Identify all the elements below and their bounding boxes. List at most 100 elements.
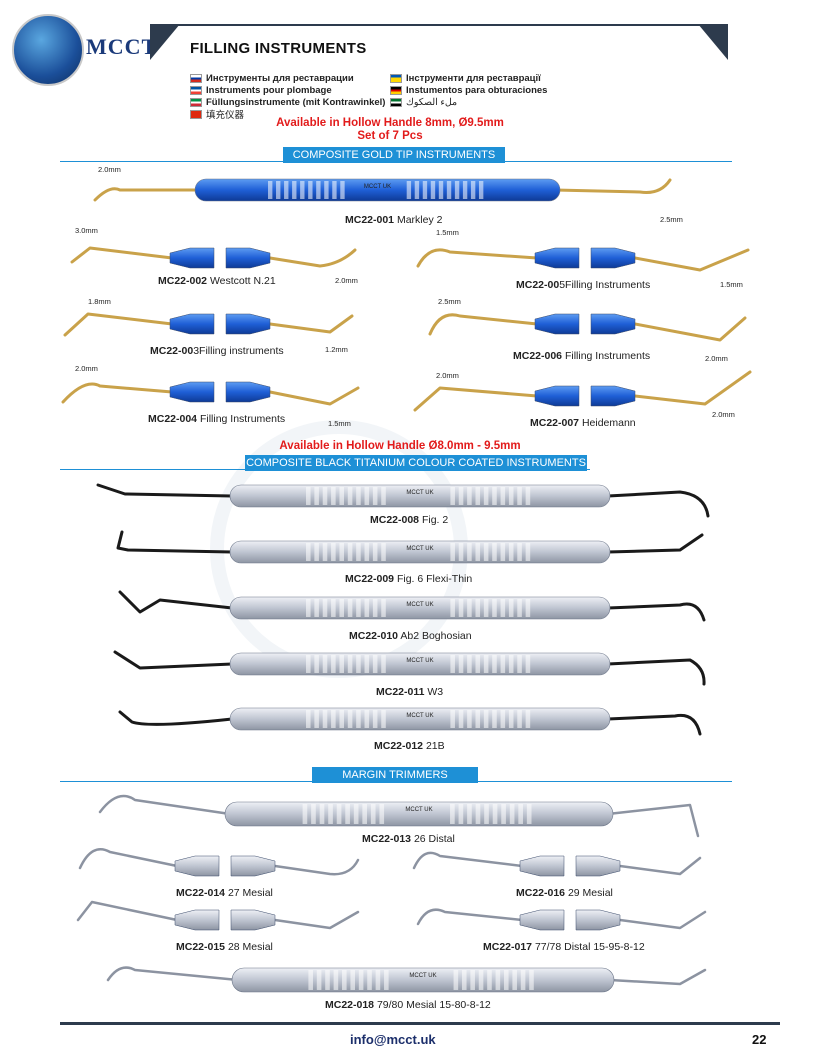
tip-size-label: 2.0mm: [705, 354, 728, 363]
handle-segment: [575, 855, 621, 877]
grip-ring: [353, 804, 359, 824]
steel-tip: [412, 851, 524, 870]
grip-ring: [517, 710, 522, 728]
grip-ring: [314, 710, 319, 728]
grip-ring: [339, 599, 344, 617]
steel-handle: [231, 967, 615, 993]
steel-tip: [608, 968, 707, 986]
grip-ring: [322, 543, 328, 561]
grip-ring: [525, 543, 531, 561]
grip-ring: [356, 599, 361, 617]
handle-brand-text: MCCT UK: [406, 658, 433, 664]
grip-ring: [450, 599, 455, 617]
grip-ring: [458, 543, 464, 561]
product-caption: MC22-011 W3: [376, 686, 444, 698]
tip-size-label: 2.0mm: [436, 371, 459, 380]
black-tip: [606, 713, 702, 736]
grip-ring: [517, 543, 522, 561]
grip-ring: [500, 487, 506, 505]
steel-handle: [224, 801, 614, 827]
grip-ring: [484, 804, 489, 824]
gold-tip: [93, 187, 202, 202]
grip-ring: [314, 655, 319, 673]
tip-size-label: 1.2mm: [325, 345, 348, 354]
footer-divider: [60, 1022, 780, 1025]
handle-segment: [225, 313, 271, 335]
tip-size-label: 2.5mm: [438, 297, 461, 306]
grip-ring: [331, 543, 336, 561]
handle-brand-text: MCCT UK: [409, 973, 436, 979]
grip-ring: [324, 181, 329, 199]
handle-segment: [174, 909, 220, 931]
gold-tip: [633, 316, 747, 342]
grip-ring: [364, 710, 370, 728]
blue-handle: [194, 178, 561, 202]
grip-ring: [339, 543, 344, 561]
grip-ring: [300, 181, 305, 199]
steel-tip: [78, 848, 179, 870]
handle-segment: [575, 909, 621, 931]
black-tip: [606, 602, 706, 622]
contact-email-link[interactable]: info@mcct.uk: [350, 1032, 436, 1047]
grip-ring: [475, 804, 481, 824]
grip-ring: [328, 804, 333, 824]
grip-ring: [356, 487, 361, 505]
steel-tip: [98, 794, 232, 816]
handle-segment: [590, 247, 636, 269]
flag-icon: [190, 109, 202, 119]
grip-ring: [333, 970, 339, 990]
grip-ring: [325, 970, 330, 990]
grip-ring: [512, 970, 517, 990]
grip-ring: [526, 804, 532, 824]
grip-ring: [525, 655, 531, 673]
flag-icon: [190, 73, 202, 83]
grip-ring: [458, 487, 464, 505]
grip-ring: [331, 710, 336, 728]
black-tip: [118, 590, 234, 614]
grip-ring: [454, 181, 460, 199]
handle-segment: [225, 381, 271, 403]
grip-ring: [372, 543, 378, 561]
grip-ring: [483, 655, 489, 673]
grip-ring: [492, 655, 497, 673]
steel-tip: [76, 900, 179, 922]
title-bar: [150, 24, 728, 60]
handle-segment: [590, 385, 636, 407]
product-caption: MC22-018 79/80 Mesial 15-80-8-12: [325, 999, 491, 1011]
grip-ring: [475, 543, 481, 561]
handle-segment: [534, 385, 580, 407]
grip-ring: [450, 655, 455, 673]
flag-icon: [390, 73, 402, 83]
grip-ring: [319, 804, 325, 824]
grip-ring: [316, 970, 322, 990]
grip-ring: [384, 970, 389, 990]
grip-ring: [379, 804, 385, 824]
tip-size-label: 2.0mm: [98, 165, 121, 174]
grip-ring: [276, 181, 281, 199]
handle-segment: [225, 247, 271, 269]
grip-ring: [508, 655, 514, 673]
product-caption: MC22-003Filling instruments: [150, 345, 284, 357]
grip-ring: [518, 804, 523, 824]
product-caption: MC22-008 Fig. 2: [370, 514, 449, 526]
grip-ring: [475, 655, 481, 673]
tip-size-label: 1.5mm: [436, 228, 459, 237]
grip-ring: [478, 181, 484, 199]
grip-ring: [347, 543, 353, 561]
steel-tip: [273, 858, 360, 876]
language-item: 填充仪器: [190, 108, 385, 121]
set-note: Set of 7 Pcs: [357, 130, 423, 142]
grip-ring: [525, 710, 531, 728]
grip-ring: [467, 487, 472, 505]
handle-segment: [174, 855, 220, 877]
grip-ring: [356, 710, 361, 728]
grip-ring: [492, 710, 497, 728]
grip-ring: [467, 543, 472, 561]
steel-tip: [618, 910, 707, 930]
grip-ring: [520, 970, 526, 990]
grip-ring: [322, 599, 328, 617]
grip-ring: [492, 487, 497, 505]
gold-tip: [63, 312, 174, 337]
grip-ring: [314, 487, 319, 505]
